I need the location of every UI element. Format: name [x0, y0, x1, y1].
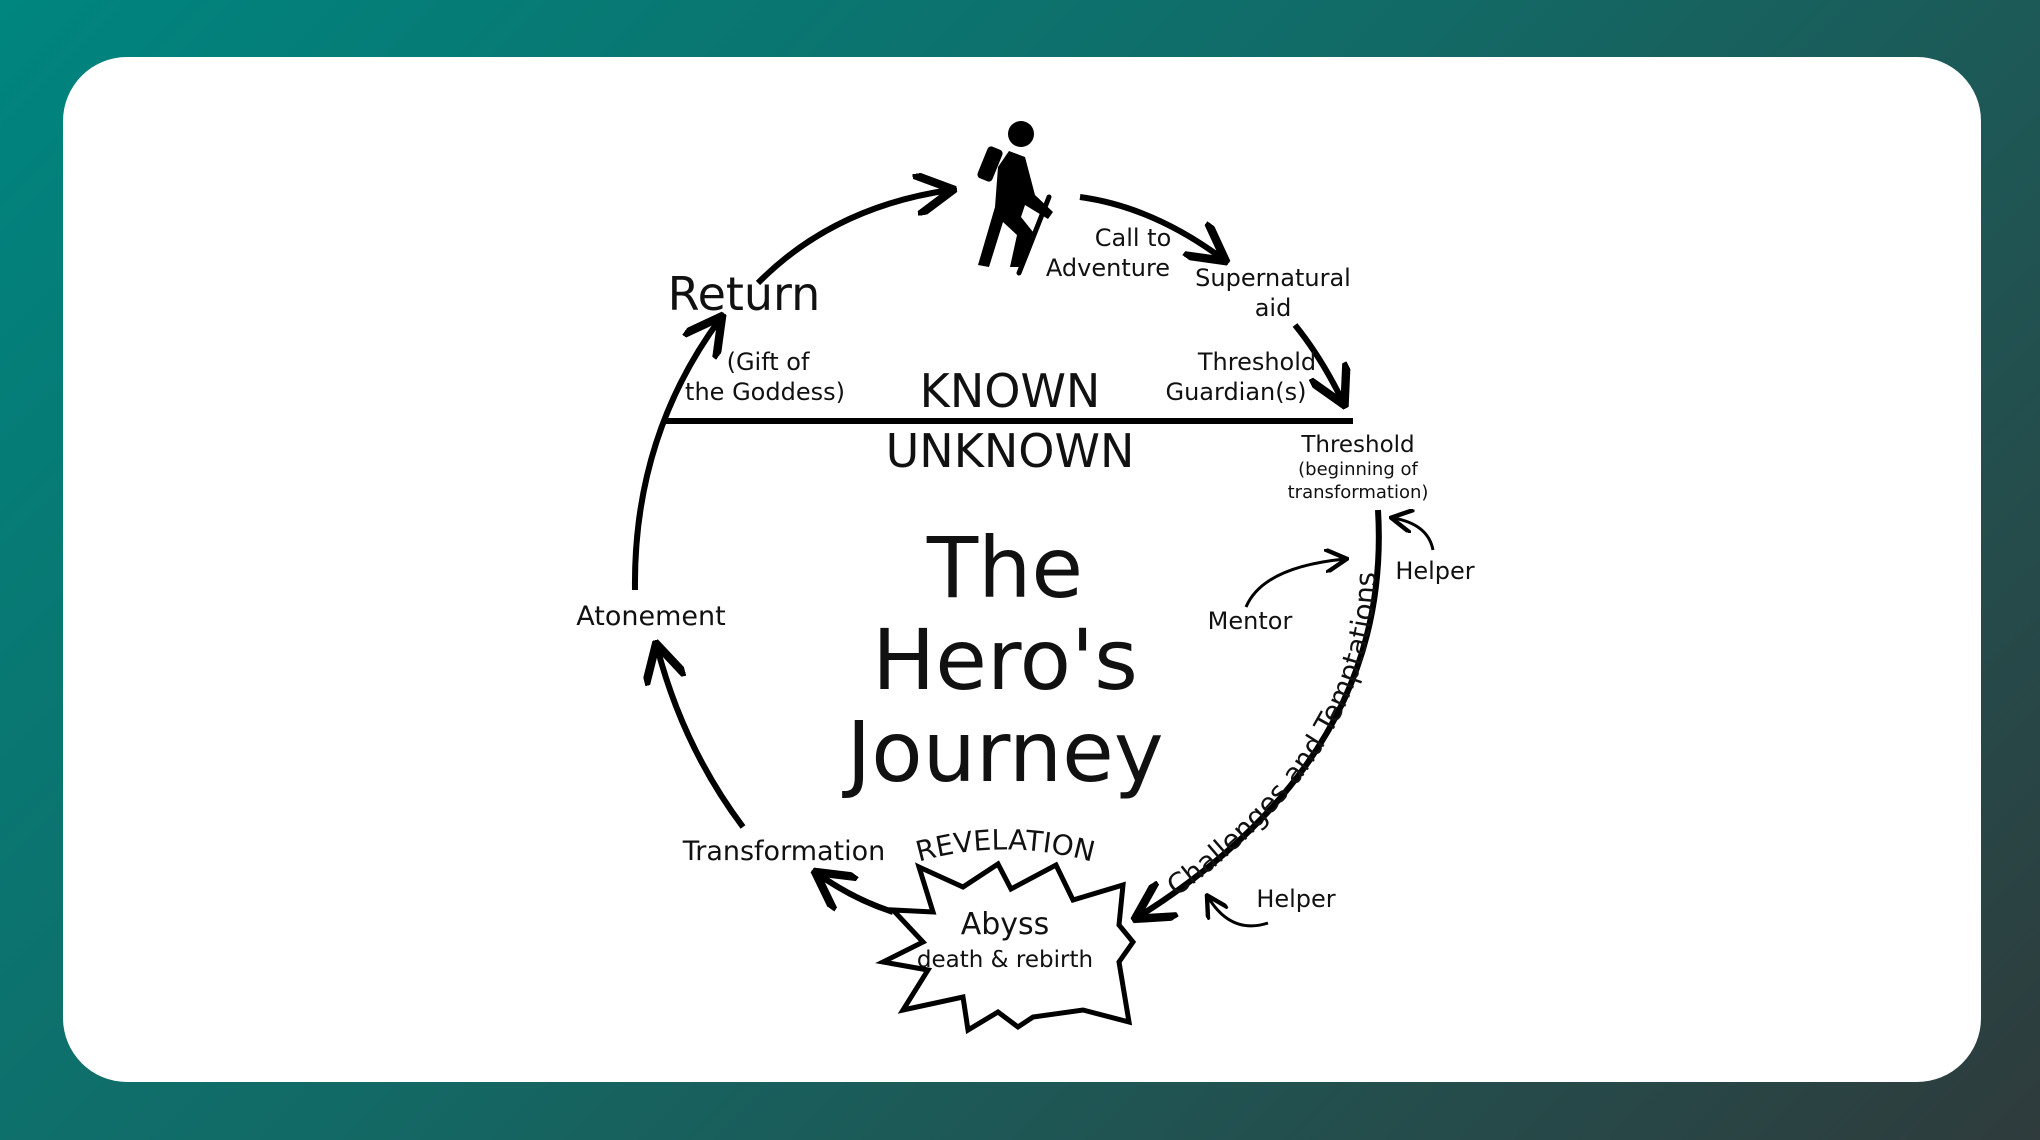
threshold-guardians-line2: Guardian(s)	[1165, 378, 1306, 406]
arc-challenges	[1138, 509, 1382, 917]
arc-call-to-supernatural	[1079, 194, 1223, 259]
arc-return-to-hero	[755, 190, 950, 286]
threshold-guardians-line1: Threshold	[1197, 348, 1316, 376]
return-label: Return	[668, 267, 821, 321]
threshold-sub-line1: (beginning of	[1298, 459, 1418, 480]
supernatural-aid-line1: Supernatural	[1195, 264, 1351, 292]
hiker-icon	[977, 121, 1053, 276]
abyss-starburst	[875, 860, 1137, 1035]
mentor-arrow	[1244, 559, 1345, 608]
call-to-adventure-line2: Adventure	[1046, 254, 1170, 282]
threshold-sub-line2: transformation)	[1288, 482, 1429, 503]
mentor-label: Mentor	[1208, 607, 1293, 635]
revelation-label: REVELATION	[912, 823, 1098, 868]
gift-line1: (Gift of	[727, 348, 810, 376]
helper-top-label: Helper	[1395, 557, 1474, 585]
abyss-sub-label: death & rebirth	[917, 947, 1093, 973]
heros-journey-diagram: The Hero's Journey KNOWN UNKNOWN Call to…	[576, 121, 1475, 1035]
supernatural-aid-line2: aid	[1255, 294, 1292, 322]
call-to-adventure-line1: Call to	[1095, 224, 1172, 252]
unknown-label: UNKNOWN	[886, 424, 1135, 478]
arc-supernatural-to-threshold	[1292, 323, 1343, 402]
title-line-3: Journey	[841, 703, 1163, 801]
gift-line2: the Goddess)	[685, 378, 845, 406]
arc-atonement-to-return	[631, 319, 720, 591]
title-line-2: Hero's	[872, 611, 1138, 709]
title-line-1: The	[926, 519, 1083, 617]
known-label: KNOWN	[920, 364, 1101, 418]
arc-transformation-to-atonement	[657, 647, 746, 829]
transformation-label: Transformation	[682, 836, 886, 867]
helper-top-arrow	[1393, 518, 1435, 551]
diagram-card: The Hero's Journey KNOWN UNKNOWN Call to…	[63, 57, 1981, 1082]
atonement-label: Atonement	[576, 601, 725, 632]
abyss-label: Abyss	[961, 907, 1050, 942]
helper-bottom-label: Helper	[1256, 885, 1335, 913]
arc-abyss-to-transformation	[818, 874, 894, 915]
threshold-label: Threshold	[1300, 432, 1414, 458]
helper-bottom-arrow	[1208, 897, 1269, 928]
